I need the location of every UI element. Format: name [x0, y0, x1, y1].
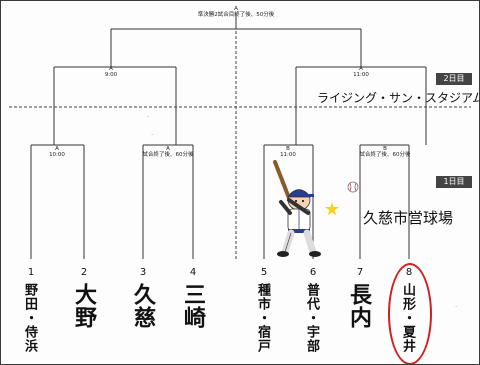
team-name: 三崎	[180, 283, 205, 329]
highlight-oval	[388, 263, 432, 364]
quarter-2-connector	[142, 144, 194, 259]
baseball-icon	[347, 181, 359, 193]
team-number: 7	[356, 267, 364, 278]
team-name: 野田・侍浜	[22, 283, 37, 353]
team-number: 1	[27, 267, 35, 278]
team-name: 種市・宿戸	[255, 283, 270, 353]
scan-mark: .	[151, 129, 154, 137]
right-semi-connector	[295, 51, 427, 145]
left-semi-connector	[53, 51, 177, 145]
team-number: 4	[189, 267, 197, 278]
team-number: 5	[260, 267, 268, 278]
final-connector	[110, 13, 362, 51]
quarter-4-connector	[359, 144, 410, 259]
final-match-label: A 準決勝2試合目終了後、50分後	[197, 6, 275, 19]
scan-mark: .	[455, 301, 458, 309]
team-name: 大野	[71, 283, 96, 329]
day1-venue: 久慈市営球場	[363, 209, 454, 227]
quarter-3-label: B 11:00	[280, 146, 296, 159]
day1-badge: 1日目	[436, 176, 472, 188]
semi-left-label: A 9:00	[104, 66, 118, 79]
baseball-player-illustration	[273, 160, 321, 257]
impact-star-icon	[325, 202, 339, 216]
quarter-2-label: A 試合終了後、60分後	[142, 146, 194, 159]
quarter-1-label: A 10:00	[49, 146, 65, 159]
day2-venue: ライジング・サン・スタジアム	[317, 91, 480, 105]
semi-right-label: A 11:00	[353, 66, 369, 79]
quarter-3-connector	[263, 144, 314, 259]
team-name: 久慈	[130, 283, 155, 329]
team-number: 3	[139, 267, 147, 278]
team-number: 6	[309, 267, 317, 278]
scan-mark: .	[147, 111, 150, 119]
day2-badge: 2日目	[436, 73, 472, 85]
team-name: 長内	[346, 283, 371, 329]
team-number: 2	[80, 267, 88, 278]
team-name: 普代・宇部	[304, 283, 319, 353]
quarter-1-connector	[30, 144, 85, 259]
quarter-4-label: B 試合終了後、60分後	[359, 146, 411, 159]
